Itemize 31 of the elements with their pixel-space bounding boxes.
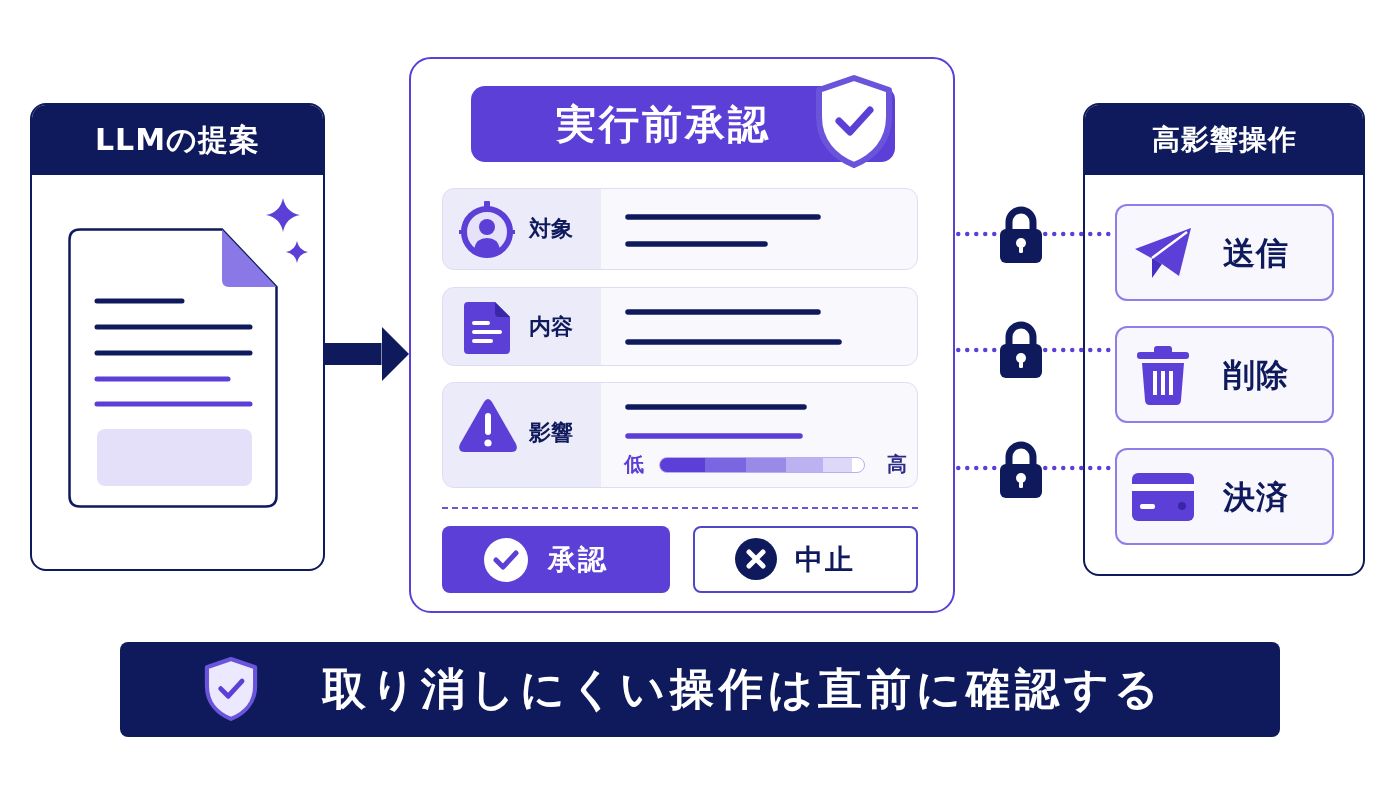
banner-text: 取り消しにくい操作は直前に確認する [322, 663, 1164, 715]
dotted-line [956, 231, 999, 237]
gauge-label: 高 [887, 451, 907, 477]
approve-button: 承認 [442, 526, 670, 593]
dotted-line [956, 465, 999, 471]
action-label: 削除 [1223, 355, 1289, 395]
panel [1083, 103, 1365, 576]
lock-icon [1000, 440, 1042, 498]
panel-header: LLMの提案 [32, 105, 323, 175]
info-row [442, 382, 918, 488]
lock-icon [1000, 320, 1042, 378]
banner [120, 642, 1280, 737]
action-label: 決済 [1223, 477, 1289, 517]
row-label: 内容 [529, 313, 573, 341]
panel-header: 高影響操作 [1085, 105, 1363, 175]
risk-meter [659, 457, 865, 473]
gauge-label: 低 [624, 451, 644, 477]
action-tile [1115, 448, 1334, 545]
row-label: 影響 [529, 419, 573, 447]
cancel-button: 中止 [693, 526, 918, 593]
approval-card [409, 57, 955, 613]
arrow [325, 326, 409, 382]
action-tile [1115, 204, 1334, 301]
info-row [442, 188, 918, 270]
panel [30, 103, 325, 571]
row-label: 対象 [529, 215, 573, 243]
lock-icon [1000, 205, 1042, 263]
action-label: 送信 [1223, 233, 1289, 273]
info-row [442, 287, 918, 366]
dotted-line [956, 347, 999, 353]
action-tile [1115, 326, 1334, 423]
